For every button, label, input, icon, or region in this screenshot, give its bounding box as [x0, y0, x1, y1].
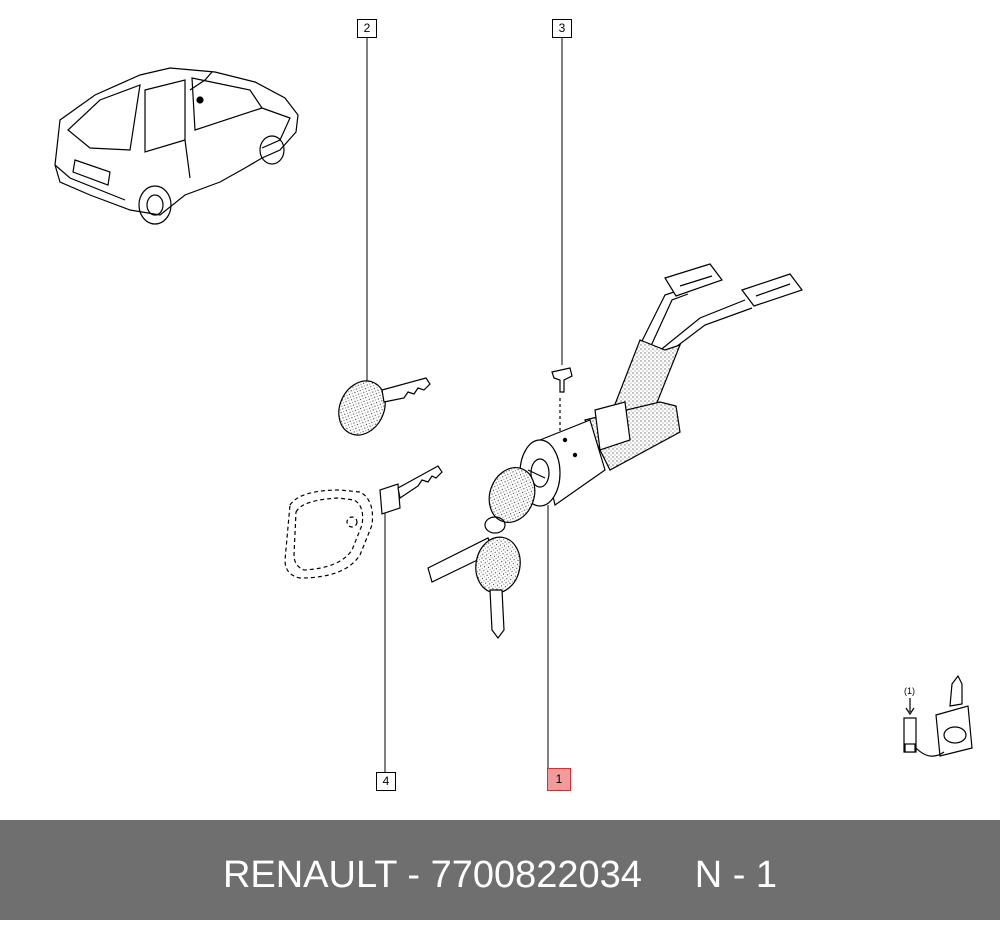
callout-4: 4: [376, 772, 396, 791]
car-illustration: [54, 67, 299, 225]
screw: [551, 367, 573, 436]
key-round-head: [338, 377, 431, 436]
inset-label: (1): [904, 686, 915, 696]
footer-bar: RENAULT - 7700822034 N - 1: [0, 820, 1000, 920]
ignition-lock-assembly: [427, 263, 803, 639]
callout-3: 3: [552, 19, 572, 38]
key-blade: [379, 465, 443, 515]
leader-lines: [366, 37, 563, 772]
parts-diagram: (1): [54, 37, 973, 772]
key-fob-dashed: [284, 489, 374, 579]
part-number-label: RENAULT - 7700822034 N - 1: [222, 854, 778, 896]
callout-2: 2: [357, 19, 377, 38]
callout-1-highlighted[interactable]: 1: [547, 768, 571, 791]
inset-symbol: [903, 674, 973, 757]
